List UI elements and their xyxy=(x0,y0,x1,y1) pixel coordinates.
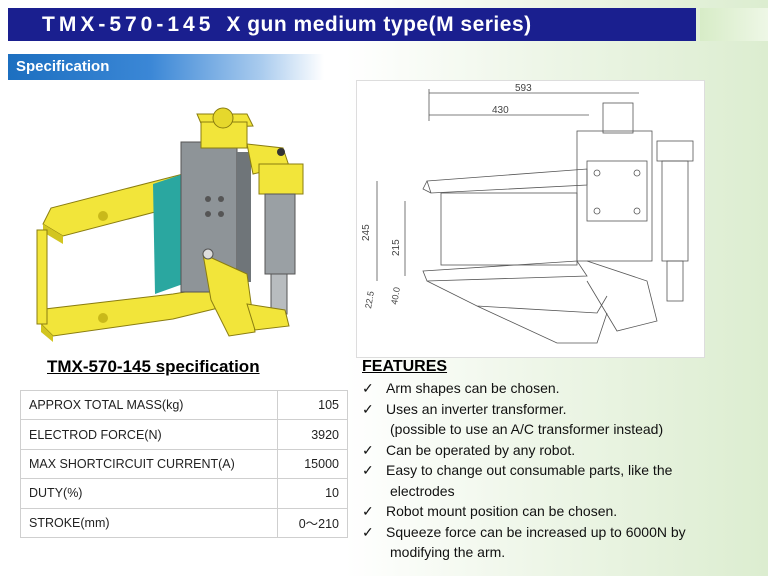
spec-label: MAX SHORTCIRCUIT CURRENT(A) xyxy=(20,448,278,480)
check-icon: ✓ xyxy=(362,441,374,458)
features-heading: FEATURES xyxy=(362,358,448,375)
feature-text: Robot mount position can be chosen. xyxy=(386,503,618,519)
check-icon: ✓ xyxy=(362,503,374,519)
feature-item: ✓ Squeeze force can be increased up to 6… xyxy=(362,522,742,563)
spec-value: 105 xyxy=(277,389,348,421)
dim-245: 245 xyxy=(361,224,372,241)
feature-text-continued: (possible to use an A/C transformer inst… xyxy=(390,421,664,437)
dim-22-5: 22.5 xyxy=(363,290,376,309)
model-number: TMX-570-145 xyxy=(42,13,215,36)
section-tab-label: Specification xyxy=(16,58,110,75)
dimension-drawing: 593 430 245 215 22.5 40.0 xyxy=(356,80,705,358)
spec-label: STROKE(mm) xyxy=(20,507,278,538)
spec-row-current: MAX SHORTCIRCUIT CURRENT(A) 15000 xyxy=(20,448,348,480)
spec-value: 10 xyxy=(277,478,348,509)
spec-label: DUTY(%) xyxy=(20,478,278,509)
check-icon: ✓ xyxy=(362,380,374,396)
spec-table: APPROX TOTAL MASS(kg) 105 ELECTROD FORCE… xyxy=(20,389,348,538)
title-bar: TMX-570-145 X gun medium type(M series) xyxy=(8,8,696,41)
spec-label: ELECTROD FORCE(N) xyxy=(20,419,278,450)
spec-label: APPROX TOTAL MASS(kg) xyxy=(20,389,278,421)
spec-row-mass: APPROX TOTAL MASS(kg) 105 xyxy=(20,389,348,421)
feature-text: Squeeze force can be increased up to 600… xyxy=(386,523,686,540)
spec-row-stroke: STROKE(mm) 0～210 xyxy=(20,507,348,538)
feature-text: Uses an inverter transformer. xyxy=(386,400,567,417)
spec-value: 15000 xyxy=(277,448,348,480)
feature-item: ✓ Can be operated by any robot. xyxy=(362,440,742,461)
gun-technical-drawing: 593 430 245 215 22.5 40.0 xyxy=(361,83,694,344)
spec-heading: TMX-570-145 specification xyxy=(47,357,260,376)
product-title: X gun medium type(M series) xyxy=(226,13,532,36)
slide-title: TMX-570-145 X gun medium type(M series) xyxy=(42,13,532,37)
feature-text: Arm shapes can be chosen. xyxy=(386,380,560,396)
feature-item: ✓ Robot mount position can be chosen. xyxy=(362,501,742,522)
check-icon: ✓ xyxy=(362,462,374,478)
spec-value: 3920 xyxy=(277,419,348,450)
feature-text-continued: modifying the arm. xyxy=(390,544,506,560)
spec-row-force: ELECTROD FORCE(N) 3920 xyxy=(20,419,348,450)
feature-text: Easy to change out consumable parts, lik… xyxy=(386,462,673,478)
dim-430: 430 xyxy=(492,105,509,116)
welding-gun-illustration xyxy=(36,107,304,342)
spec-row-duty: DUTY(%) 10 xyxy=(20,478,348,509)
feature-text: Can be operated by any robot. xyxy=(386,441,576,458)
spec-value: 0～210 xyxy=(277,507,348,538)
feature-item: ✓ Uses an inverter transformer. (possibl… xyxy=(362,399,742,440)
dim-215: 215 xyxy=(391,239,402,256)
gun-render-image xyxy=(33,104,308,347)
feature-item: ✓ Easy to change out consumable parts, l… xyxy=(362,460,742,501)
dim-40: 40.0 xyxy=(389,286,402,305)
feature-text-continued: electrodes xyxy=(390,482,455,499)
features-list: ✓ Arm shapes can be chosen. ✓ Uses an in… xyxy=(362,378,742,563)
check-icon: ✓ xyxy=(362,400,374,417)
title-bar-accent xyxy=(700,8,768,41)
check-icon: ✓ xyxy=(362,523,374,540)
section-tab: Specification xyxy=(8,54,324,80)
dim-593: 593 xyxy=(515,83,532,94)
feature-item: ✓ Arm shapes can be chosen. xyxy=(362,378,742,399)
